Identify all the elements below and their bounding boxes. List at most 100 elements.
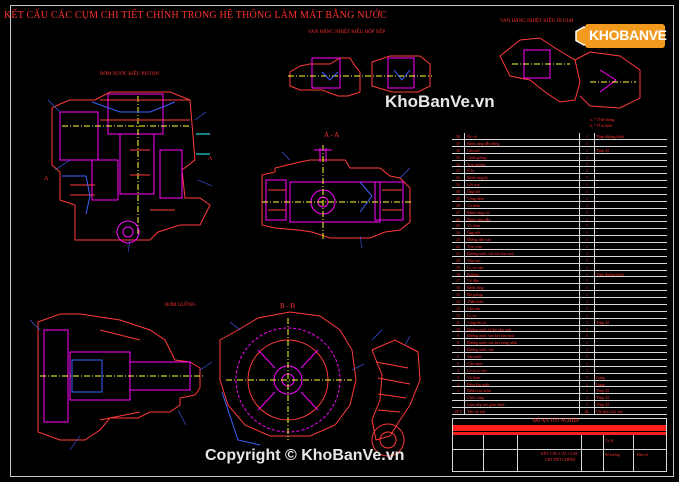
bom-cell-no: 19 [452, 263, 465, 270]
bom-cell-name: Cần van [465, 304, 580, 311]
bom-cell-qty: 1 [580, 146, 595, 153]
bom-cell-note: Thép 45 [596, 388, 610, 394]
bom-cell-name: Vòng bít cổ [465, 318, 580, 325]
bom-cell-note [594, 229, 667, 235]
bom-cell-note [594, 195, 667, 201]
label-note-b: b, * Ở tơ thiết [590, 123, 613, 128]
bom-cell-note [594, 367, 667, 373]
title-block: ĐỒ ÁN TỐT NGHIỆP KẾT CẤU CÁC CỤM CHI TIẾ… [452, 418, 667, 472]
bom-cell-name: Đệm kín nước [465, 380, 580, 387]
bom-cell-name: Ốc vít [465, 133, 580, 139]
bom-cell-no: 10 [452, 325, 465, 332]
bom-cell-note: Vật liệu Ghi chú [596, 409, 623, 414]
bom-cell-no: 29 [452, 194, 465, 201]
logo: KHOBANVE [575, 24, 670, 48]
bom-cell-qty: 1 [580, 339, 595, 345]
bom-cell-note [594, 284, 667, 290]
bom-cell-name: Trục guồng [465, 160, 580, 167]
bom-cell-name: Đường nước vào két làm mát [465, 249, 580, 256]
bom-cell-qty: 1 [580, 256, 595, 263]
label-bom-guong: BƠM GUỒNG [165, 303, 196, 308]
bom-cell-name: Bệnh trục bơm [465, 387, 580, 394]
bom-cell-no: 5 [452, 359, 465, 366]
bom-cell-qty: 1 [580, 208, 595, 215]
bom-cell-no: 26 [452, 215, 465, 222]
bom-cell-no: 15 [452, 291, 465, 297]
bom-cell-note [594, 353, 667, 359]
bom-cell-note [594, 250, 667, 256]
bom-cell-no: 33 [452, 167, 465, 173]
bom-cell-qty: 1 [580, 174, 595, 180]
section-bb-drawing [219, 311, 357, 446]
bom-cell-name: Cánh guồng [465, 153, 580, 160]
bom-cell-note [594, 236, 667, 242]
bom-cell-qty: 1 [580, 387, 595, 393]
bom-cell-note [594, 332, 667, 338]
label-bom-piston: BƠM NƯỚC KIỂU PISTON [100, 72, 159, 77]
bom-cell-no: 31 [452, 181, 465, 187]
bom-cell-no: STT [452, 408, 465, 414]
leader-lines [29, 99, 411, 451]
bom-cell-note: Thép 45 [596, 319, 610, 325]
thermostat-bellows-drawing [288, 55, 432, 97]
bom-cell-qty: 1 [580, 249, 595, 256]
bom-cell-no: 32 [452, 174, 465, 180]
bom-cell-name: Bánh răng dẫn động [465, 139, 580, 146]
bom-cell-no: 11 [452, 318, 465, 325]
label-van-hop-xep: VAN HẰNG NHIỆT KIỂU HỘP XẾP [308, 30, 385, 35]
bom-cell-name: Vỏ bơm [465, 222, 580, 229]
bom-cell-note: Thép 45 [596, 395, 610, 401]
bom-cell-name: Cụm tiếp nối gián bánh [465, 401, 580, 408]
bom-cell-no: 21 [452, 249, 465, 256]
bom-cell-name: Đường nước vào két làm mát [465, 332, 580, 339]
label-note-a: a, * Ở hệ thống [590, 117, 615, 122]
bom-cell-name: Ống nối [465, 229, 580, 236]
drawing-title: KẾT CẤU CÁC CỤM CHI TIẾT CHÍNH TRONG HỆ … [4, 10, 387, 21]
bom-cell-qty: 1 [580, 181, 595, 187]
bom-cell-note [594, 346, 667, 352]
bom-cell-name: Van nước [465, 353, 580, 359]
bom-cell-no: 9 [452, 332, 465, 338]
logo-text: KHOBANVE [589, 27, 667, 43]
bom-cell-no: 35 [452, 153, 465, 160]
bom-cell-name: Chốt vòng [465, 394, 580, 401]
bom-cell-qty: 1 [580, 139, 595, 146]
bom-cell-note: Thép 45 [596, 402, 610, 408]
title-block-no: Bản số [637, 452, 648, 457]
bom-cell-name: Tên chi tiết [465, 408, 580, 414]
bom-cell-qty: 1 [580, 401, 595, 407]
bom-cell-name: Gối trục [465, 181, 580, 188]
watermark-copyright: Copyright © KhoBanVe.vn [205, 447, 405, 464]
bom-cell-note [594, 243, 667, 249]
section-aa-drawing [261, 145, 412, 240]
title-block-bar [453, 425, 666, 431]
bom-cell-no: 16 [452, 284, 465, 290]
bom-cell-no: 24 [452, 229, 465, 235]
label-van-oi-giai: VAN HẰNG NHIỆT KIỂU ỐI GIAI [500, 19, 574, 24]
bom-cell-qty: 1 [580, 201, 595, 208]
bom-cell-name: Lò xo [465, 311, 580, 318]
bom-cell-qty: 1 [580, 304, 595, 311]
